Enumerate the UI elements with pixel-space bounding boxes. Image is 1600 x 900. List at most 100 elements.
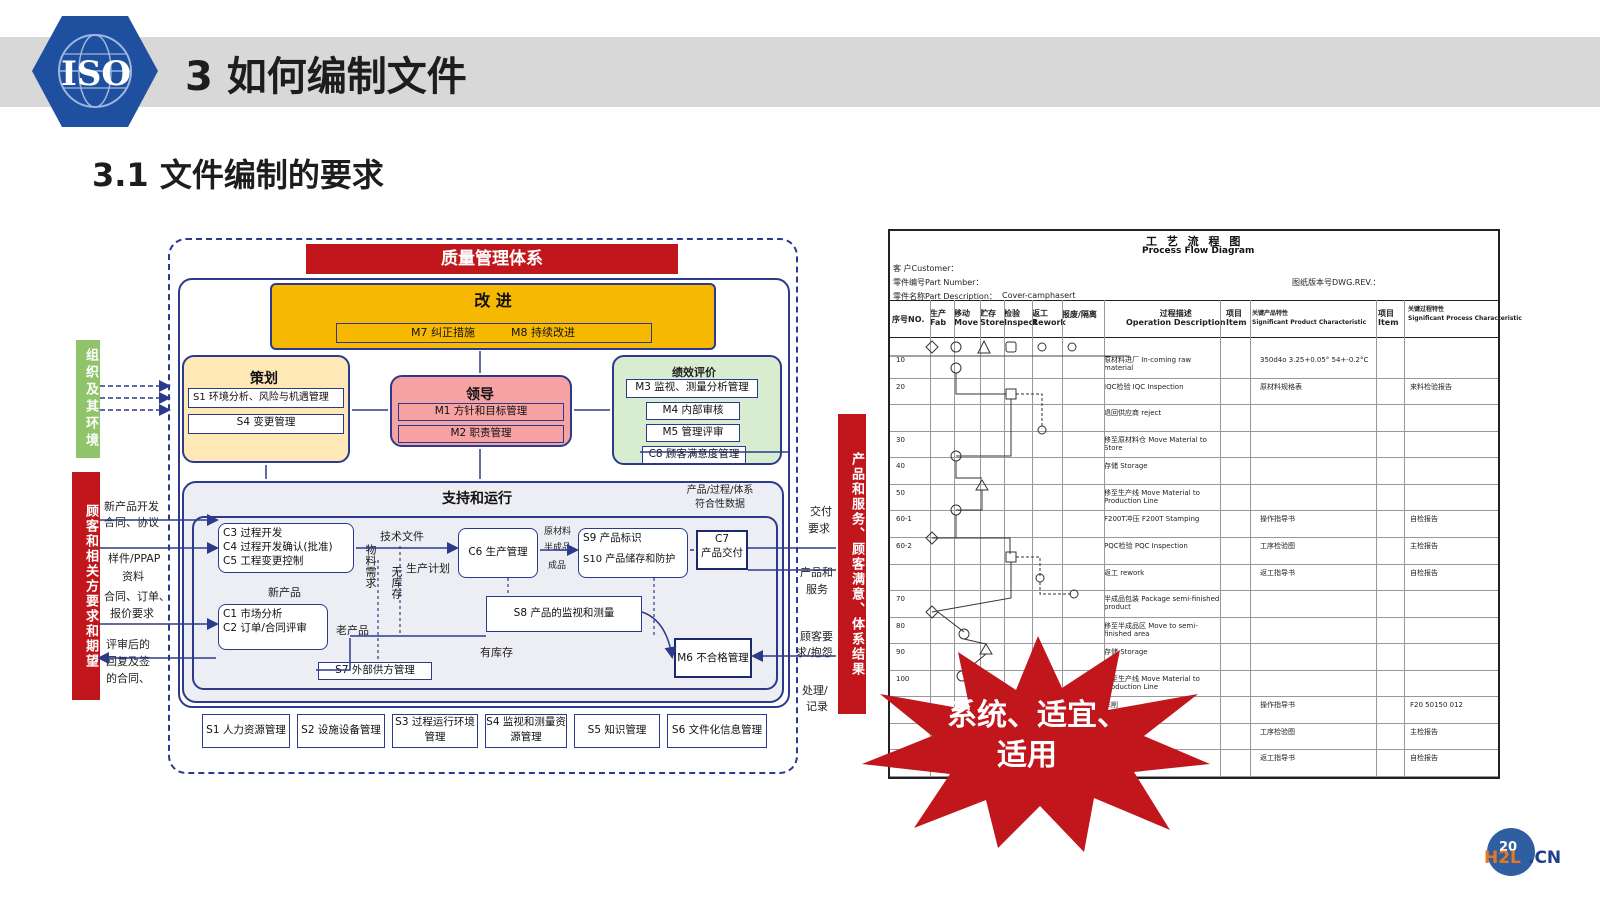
pfd-row: 工序检验图 主检报告 [890, 724, 1498, 751]
starburst-shape [862, 636, 1210, 852]
pfd-col-2: 移动 Move [954, 309, 979, 327]
pfd-row-number: 40 [896, 462, 905, 471]
pfd-col-4: 检验 Inspect [1004, 309, 1038, 327]
page-title: 3 如何编制文件 [185, 54, 467, 100]
starburst-line-2: 适用 [997, 738, 1057, 773]
tech-doc-label: 技术文件 [380, 530, 424, 543]
pfd-column-divider [1376, 300, 1377, 777]
c3-c5-box: C3 过程开发 C4 过程开发确认(批准) C5 工程变更控制 [218, 523, 354, 573]
pfd-column-divider [1220, 300, 1221, 777]
iso-logo [32, 16, 158, 127]
diagram-connectors [97, 351, 836, 671]
s3-environment-box: S3 过程运行环境管理 [392, 714, 478, 748]
improve-box [270, 283, 716, 350]
left-note-5: 合同、订单、 [104, 590, 170, 603]
pfd-row-process-char: 自检报告 [1410, 568, 1438, 577]
pfd-row-number: 10 [896, 356, 905, 364]
pfd-row-number: 60-1 [896, 515, 912, 524]
pfd-row-description: 存储 Storage [1104, 462, 1148, 471]
pfd-row-description: 退回供应商 reject [1104, 409, 1162, 418]
m4-box: M4 内部审核 [646, 402, 740, 420]
right-note-2: 要求 [808, 522, 830, 535]
right-note-1: 交付 [810, 505, 832, 518]
pfd-row-number: 90 [896, 648, 905, 657]
pfd-header-row: 序号NO. 生产 Fab 移动 Move 贮存 Store 检验 Inspect… [890, 300, 1522, 338]
pfd-row-process-char: 来料检验报告 [1410, 382, 1452, 391]
iso-logo-text: ISO [60, 54, 132, 94]
pfd-row-process-char: 主检报告 [1410, 727, 1438, 736]
pfd-row-product-char: 350d4o 3.25+0.05° 54+-0.2°C [1260, 356, 1369, 364]
s1-resource-box: S1 人力资源管理 [202, 714, 290, 748]
left-note-9: 的合同、 [106, 672, 150, 685]
pfd-row-process-char: F20 50150 012 [1410, 701, 1464, 710]
pfd-row-number: 80 [896, 621, 905, 630]
leadership-title: 领导 [466, 387, 494, 403]
pfd-row: 返工指导书自检报告 [890, 750, 1498, 777]
plan-title: 策划 [250, 371, 278, 387]
pfd-col-1: 生产 Fab [930, 309, 947, 327]
pfd-row-product-char: 工序检验图 [1260, 727, 1295, 736]
pfd-row-description: 移至原材料仓 Move Material to Store [1104, 435, 1207, 452]
c1-label: C1 市场分析 [223, 608, 283, 620]
support-title: 支持和运行 [442, 491, 512, 507]
finished-label: 成品 [548, 561, 567, 571]
pfd-column-divider [1404, 300, 1405, 777]
material-req-label: 物料需求 [364, 544, 377, 588]
pfd-col-11: 关键过程特性 Significant Process Characteristi… [1408, 306, 1522, 322]
c4-label: C4 过程开发确认(批准) [223, 541, 333, 553]
pfd-row: 10 原材料进厂 In-coming raw material 350d4o 3.2… [890, 352, 1498, 379]
c2-label: C2 订单/合同评审 [223, 622, 307, 634]
s4-box: S4 变更管理 [188, 414, 344, 434]
pfd-column-divider [1250, 300, 1251, 777]
pfd-col-6: 报废/隔离 [1062, 310, 1097, 319]
s8-box: S8 产品的监视和测量 [486, 596, 642, 632]
pfd-dwg-rev: 图纸版本号DWG.REV.： [1292, 278, 1381, 287]
pfd-customer: 客 户Customer： [893, 264, 959, 273]
pfd-row-description: 原材料进厂 In-coming raw material [1104, 356, 1192, 372]
improve-title: 改 进 [474, 291, 512, 310]
c7-code: C7 [714, 533, 729, 545]
pfd-row: 30 移至原材料仓 Move Material to Store [890, 432, 1498, 459]
pfd-col-0: 序号NO. [892, 315, 925, 324]
pfd-row-description: IQC检验 IQC Inspection [1104, 382, 1184, 391]
pfd-row-description: 返工 rework [1104, 568, 1145, 577]
page-number: 20 [1499, 840, 1518, 855]
org-context-bar: 组织及其环境 [76, 340, 100, 458]
pfd-col-7: 过程描述 Operation Description [1126, 309, 1226, 327]
pfd-column-divider [1032, 300, 1033, 777]
right-note-8: 记录 [806, 700, 828, 713]
pfd-row-description: 移至生产线 Move Material to Production Line [1104, 674, 1200, 691]
pfd-row-product-char: 操作指导书 [1260, 515, 1295, 524]
s9-s10-box: S9 产品标识 S10 产品储存和防护 [578, 528, 688, 578]
pfd-row-process-char: 主检报告 [1410, 541, 1438, 550]
pfd-row-number: 30 [896, 435, 905, 444]
pfd-row-product-char: 原材料规格表 [1260, 382, 1302, 391]
pfd-row-number: 50 [896, 488, 905, 497]
starburst-line-1: 系统、适宜、 [947, 698, 1127, 733]
operation-inner-frame [192, 516, 778, 690]
pfd-column-divider [1104, 300, 1105, 777]
old-product-label: 老产品 [336, 624, 369, 637]
pfd-row-product-char: 工序检验图 [1260, 541, 1295, 550]
left-note-3: 样件/PPAP [108, 552, 161, 565]
pfd-part-no: 零件编号Part Number： [893, 278, 984, 287]
s10-label: S10 产品储存和防护 [583, 554, 676, 565]
brand-logo-cn: .CN [1528, 848, 1562, 868]
pfd-col-3: 贮存 Store [980, 309, 1005, 327]
s7-box: S7 外部供方管理 [318, 662, 432, 680]
pfd-part-desc-value: Cover-camphasert [1002, 291, 1076, 300]
page-number-badge [1487, 828, 1535, 876]
pfd-row-process-char: 自检报告 [1410, 754, 1438, 763]
right-note-5: 顾客要 [800, 630, 833, 643]
m1-box: M1 方针和目标管理 [398, 403, 564, 421]
left-note-1: 新产品开发 [104, 500, 159, 513]
pfd-col-5: 返工 Rework [1032, 309, 1066, 327]
performance-title: 绩效评价 [672, 366, 716, 379]
pfd-part-desc: 零件名称Part Description： [893, 292, 997, 301]
improve-sub-box: M7 纠正措施 M8 持续改进 [336, 323, 652, 343]
diagram-outer-frame [168, 238, 798, 774]
s2-facility-box: S2 设施设备管理 [297, 714, 385, 748]
